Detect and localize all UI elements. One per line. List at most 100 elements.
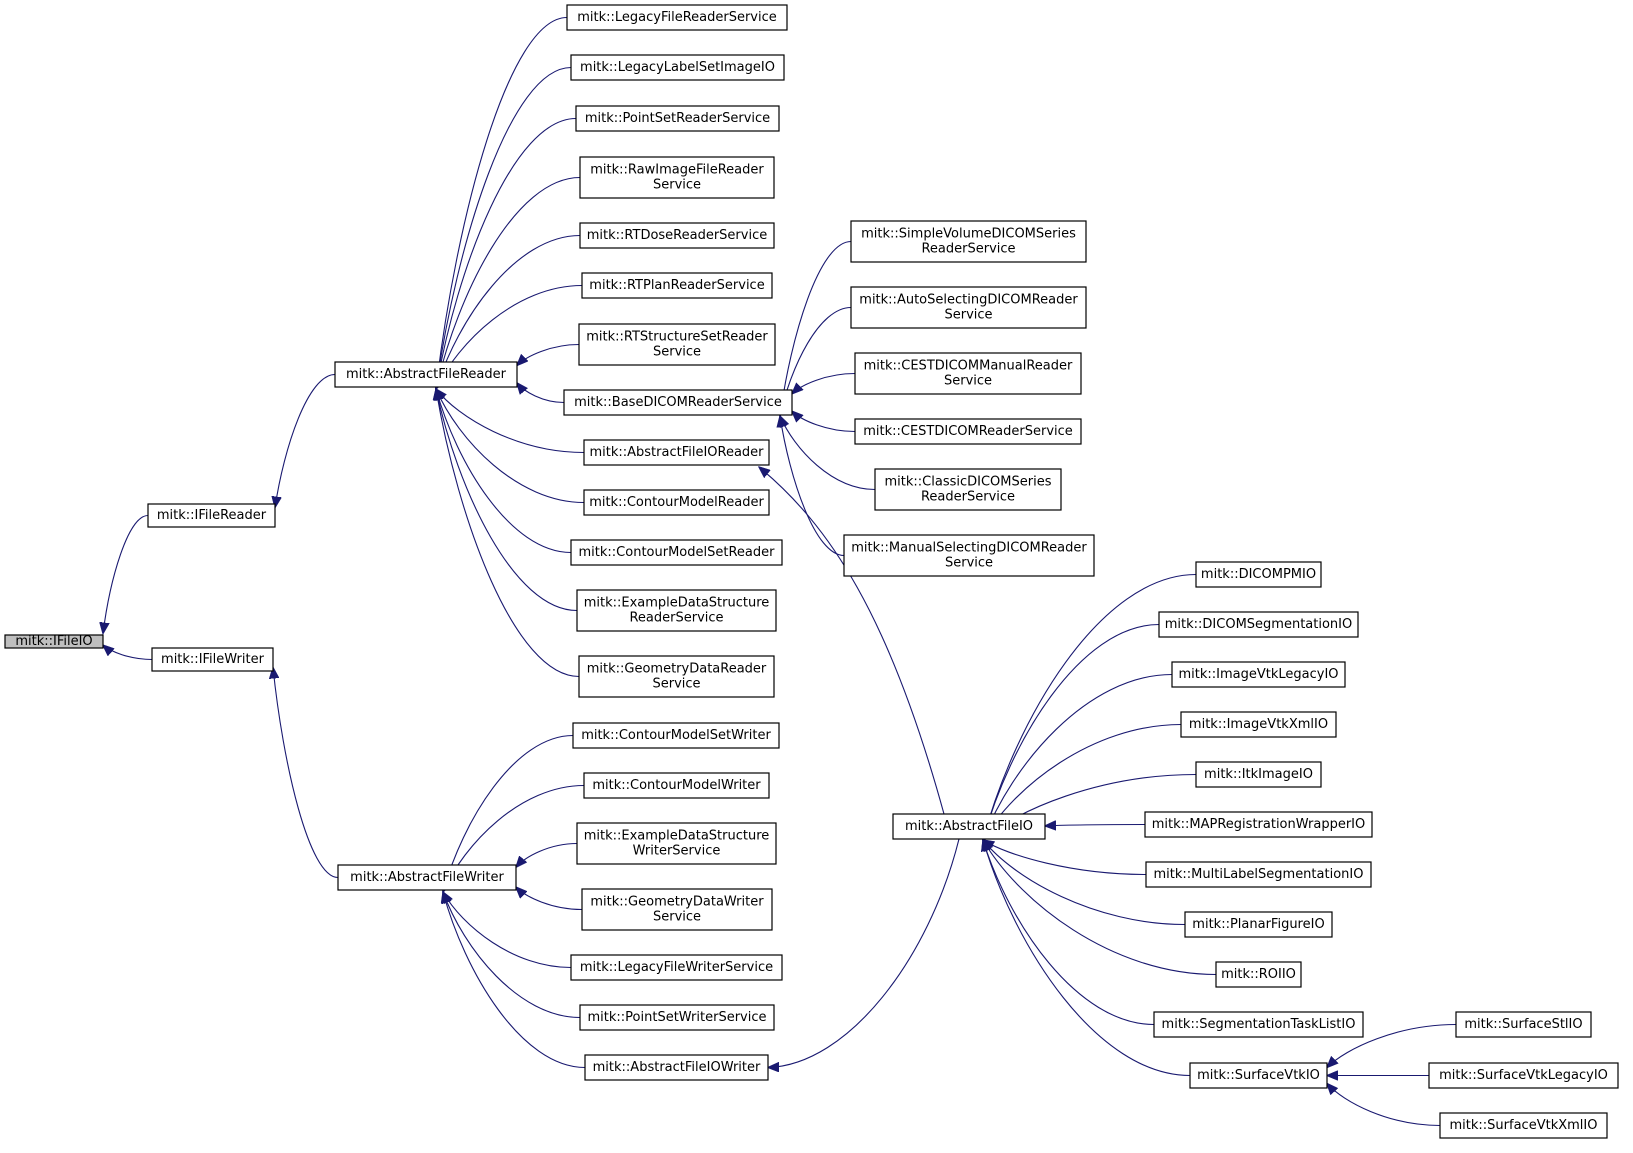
class-node-box — [843, 534, 1095, 577]
class-node-label: mitk::CESTDICOMManualReader — [864, 359, 1073, 374]
inheritance-edge-point-set-reader-service-to-abstract-file-reader — [436, 117, 577, 390]
class-node-label: Service — [653, 178, 701, 193]
class-node-i-file-reader[interactable]: mitk::IFileReader — [147, 503, 276, 528]
class-node-simple-volume-dicom-series-reader-service[interactable]: mitk::SimpleVolumeDICOMSeriesReaderServi… — [850, 220, 1087, 263]
class-node-label: mitk::LegacyFileWriterService — [580, 960, 773, 975]
class-node-surface-vtk-legacy-io[interactable]: mitk::SurfaceVtkLegacyIO — [1428, 1062, 1619, 1089]
inheritance-edge-abstract-file-writer-to-i-file-writer — [273, 668, 339, 879]
class-node-legacy-file-reader-service[interactable]: mitk::LegacyFileReaderService — [566, 4, 788, 31]
inheritance-edge-example-data-structure-writer-service-to-abstract-file-writer — [516, 842, 578, 868]
class-node-box — [581, 888, 773, 931]
class-node-label: mitk::IFileIO — [15, 634, 92, 649]
class-node-label: ReaderService — [921, 242, 1015, 257]
class-node-label: mitk::RTDoseReaderService — [587, 228, 767, 243]
class-node-label: mitk::AbstractFileIOReader — [589, 445, 764, 460]
class-node-box — [575, 105, 780, 132]
class-node-contour-model-set-writer[interactable]: mitk::ContourModelSetWriter — [572, 722, 780, 749]
class-node-label: mitk::AbstractFileIO — [905, 819, 1033, 834]
class-node-box — [583, 772, 770, 799]
class-node-label: mitk::PointSetWriterService — [588, 1010, 767, 1025]
class-node-label: mitk::AbstractFileReader — [346, 367, 507, 382]
class-node-surface-stl-io[interactable]: mitk::SurfaceStlIO — [1455, 1011, 1592, 1038]
class-node-label: mitk::AutoSelectingDICOMReader — [859, 293, 1078, 308]
class-node-surface-vtk-xml-io[interactable]: mitk::SurfaceVtkXmlIO — [1439, 1112, 1608, 1139]
inheritance-edge-surface-stl-io-to-surface-vtk-io — [1327, 1023, 1457, 1068]
class-node-abstract-file-io[interactable]: mitk::AbstractFileIO — [892, 813, 1046, 840]
class-node-point-set-reader-service[interactable]: mitk::PointSetReaderService — [575, 105, 780, 132]
class-node-label: Service — [944, 374, 992, 389]
class-node-i-file-io[interactable]: mitk::IFileIO — [4, 634, 104, 649]
class-node-box — [583, 489, 770, 516]
class-node-label: mitk::ClassicDICOMSeries — [885, 475, 1052, 490]
class-node-label: mitk::ContourModelWriter — [592, 778, 761, 793]
inheritance-edge-surface-vtk-io-to-abstract-file-io — [983, 840, 1191, 1077]
class-node-label: mitk::ContourModelSetReader — [579, 545, 776, 560]
class-node-box — [579, 222, 775, 249]
class-node-box — [1455, 1011, 1592, 1038]
class-node-dicom-segmentation-io[interactable]: mitk::DICOMSegmentationIO — [1158, 611, 1359, 638]
class-node-box — [1189, 1062, 1328, 1089]
inheritance-edge-dicompmio-to-abstract-file-io — [983, 573, 1197, 841]
inheritance-edge-i-file-reader-to-i-file-io — [103, 514, 149, 634]
class-node-i-file-writer[interactable]: mitk::IFileWriter — [151, 647, 274, 672]
class-nodes: mitk::IFileIO mitk::IFileReadermitk::IFil… — [4, 4, 1619, 1139]
class-node-roiio[interactable]: mitk::ROIIO — [1215, 961, 1302, 988]
class-node-box — [1195, 561, 1322, 588]
class-node-contour-model-writer[interactable]: mitk::ContourModelWriter — [583, 772, 770, 799]
class-node-itk-image-io[interactable]: mitk::ItkImageIO — [1195, 761, 1322, 788]
class-node-contour-model-reader[interactable]: mitk::ContourModelReader — [583, 489, 770, 516]
inheritance-edge-raw-image-file-reader-service-to-abstract-file-reader — [436, 176, 581, 390]
class-node-label: mitk::AbstractFileIOWriter — [593, 1060, 761, 1075]
class-node-rt-plan-reader-service[interactable]: mitk::RTPlanReaderService — [581, 272, 773, 299]
class-node-box — [337, 864, 517, 891]
class-node-point-set-writer-service[interactable]: mitk::PointSetWriterService — [579, 1004, 775, 1031]
inheritance-edge-legacy-file-writer-service-to-abstract-file-writer — [443, 892, 572, 969]
class-node-legacy-file-writer-service[interactable]: mitk::LegacyFileWriterService — [570, 954, 783, 981]
inheritance-edge-legacy-label-set-image-io-to-abstract-file-reader — [436, 66, 572, 390]
class-node-cestdicom-reader-service[interactable]: mitk::CESTDICOMReaderService — [854, 418, 1082, 445]
class-node-image-vtk-xml-io[interactable]: mitk::ImageVtkXmlIO — [1180, 711, 1337, 738]
class-node-multi-label-segmentation-io[interactable]: mitk::MultiLabelSegmentationIO — [1145, 861, 1372, 888]
class-node-label: ReaderService — [921, 490, 1015, 505]
class-node-abstract-file-io-writer[interactable]: mitk::AbstractFileIOWriter — [584, 1054, 769, 1081]
class-node-label: Service — [944, 308, 992, 323]
inheritance-edge-simple-volume-dicom-series-reader-service-to-base-dicom-reader-service — [780, 240, 852, 417]
class-node-abstract-file-reader[interactable]: mitk::AbstractFileReader — [334, 361, 518, 388]
class-node-box — [1195, 761, 1322, 788]
class-node-base-dicom-reader-service[interactable]: mitk::BaseDICOMReaderService — [563, 389, 793, 416]
inheritance-edge-map-registration-wrapper-io-to-abstract-file-io — [1045, 825, 1146, 826]
class-node-abstract-file-writer[interactable]: mitk::AbstractFileWriter — [337, 864, 517, 891]
class-node-label: mitk::PlanarFigureIO — [1192, 917, 1324, 932]
class-node-label: mitk::MultiLabelSegmentationIO — [1154, 867, 1364, 882]
class-node-map-registration-wrapper-io[interactable]: mitk::MAPRegistrationWrapperIO — [1144, 811, 1373, 838]
class-node-contour-model-set-reader[interactable]: mitk::ContourModelSetReader — [570, 539, 783, 566]
class-node-image-vtk-legacy-io[interactable]: mitk::ImageVtkLegacyIO — [1171, 661, 1346, 688]
class-node-label: mitk::RTPlanReaderService — [589, 278, 764, 293]
class-node-box — [1153, 1011, 1364, 1038]
class-node-legacy-label-set-image-io[interactable]: mitk::LegacyLabelSetImageIO — [570, 54, 785, 81]
class-node-box — [1145, 861, 1372, 888]
class-node-rt-dose-reader-service[interactable]: mitk::RTDoseReaderService — [579, 222, 775, 249]
class-node-surface-vtk-io[interactable]: mitk::SurfaceVtkIO — [1189, 1062, 1328, 1089]
class-node-abstract-file-io-reader[interactable]: mitk::AbstractFileIOReader — [583, 439, 770, 466]
class-node-box — [151, 647, 274, 672]
class-node-dicompmio[interactable]: mitk::DICOMPMIO — [1195, 561, 1322, 588]
class-node-label: mitk::MAPRegistrationWrapperIO — [1152, 817, 1366, 832]
class-node-label: Service — [653, 345, 701, 360]
class-node-box — [563, 389, 793, 416]
class-node-planar-figure-io[interactable]: mitk::PlanarFigureIO — [1184, 911, 1333, 938]
class-node-segmentation-task-list-io[interactable]: mitk::SegmentationTaskListIO — [1153, 1011, 1364, 1038]
class-node-box — [578, 655, 775, 698]
inheritance-edge-geometry-data-writer-service-to-abstract-file-writer — [516, 887, 583, 911]
